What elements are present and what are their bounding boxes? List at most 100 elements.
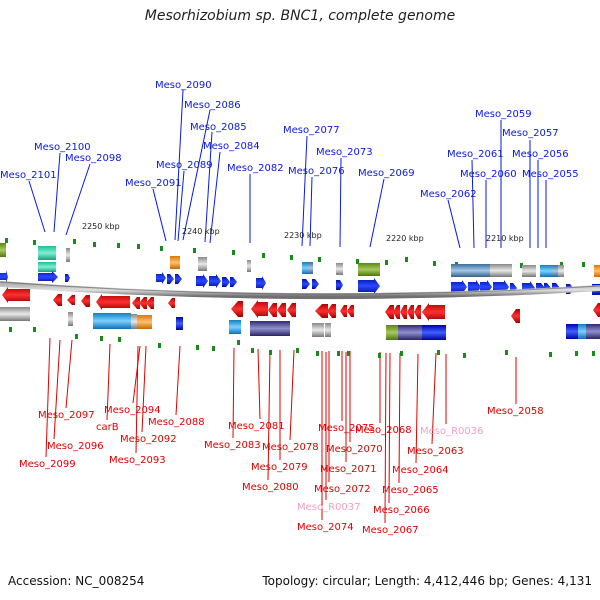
feature-box: [552, 265, 558, 277]
gene-arrow: [146, 297, 154, 309]
gene-arrow: [511, 309, 520, 323]
feature-box: [586, 324, 600, 339]
feature-box: [398, 325, 422, 340]
gene-label: Meso_2099: [19, 459, 76, 470]
leader-line: [289, 349, 295, 441]
gene-label: Meso_2074: [297, 522, 354, 533]
leader-line: [53, 339, 61, 440]
tick-mark: [592, 351, 595, 356]
gene-label: Meso_2097: [38, 410, 95, 421]
feature-box: [0, 307, 30, 321]
feature-box: [386, 325, 398, 340]
gene-label: Meso_2075: [318, 423, 375, 434]
gene-arrow: [67, 295, 75, 305]
tick-mark: [193, 248, 196, 253]
gene-label: Meso_2065: [382, 485, 439, 496]
scale-label: 2210 kbp: [486, 234, 524, 243]
gene-arrow: [231, 301, 243, 317]
feature-box: [38, 262, 56, 272]
feature-box: [451, 264, 469, 277]
gene-arrow: [139, 297, 147, 309]
leader-line: [28, 180, 46, 233]
leader-line: [447, 199, 461, 249]
tick-mark: [137, 244, 140, 249]
leader-line: [267, 349, 271, 481]
leader-line: [204, 131, 213, 243]
leader-line: [132, 345, 141, 404]
gene-label: Meso_2082: [227, 163, 284, 174]
gene-label: Meso_2062: [420, 189, 477, 200]
tick-mark: [9, 327, 12, 332]
tick-mark: [463, 353, 466, 358]
gene-arrow: [593, 303, 600, 317]
diagram-title: Mesorhizobium sp. BNC1, complete genome: [144, 8, 456, 24]
upper-feature-boxes: [0, 243, 600, 277]
feature-box: [558, 265, 564, 277]
tick-mark: [405, 257, 408, 262]
tick-mark: [575, 351, 578, 356]
tick-mark: [212, 346, 215, 351]
leader-line: [471, 159, 475, 249]
gene-arrow: [168, 298, 175, 308]
tick-mark: [262, 253, 265, 258]
gene-arrow: [340, 305, 347, 317]
leader-line: [209, 151, 221, 244]
gene-arrow: [209, 274, 221, 288]
gene-label: Meso_2079: [251, 462, 308, 473]
gene-label: Meso_2088: [148, 417, 205, 428]
tick-mark: [196, 345, 199, 350]
gene-label: Meso_2061: [447, 149, 504, 160]
gene-label: Meso_2083: [204, 440, 261, 451]
leader-line: [301, 135, 308, 247]
gene-label: Meso_2070: [326, 444, 383, 455]
leader-line: [106, 343, 111, 421]
feature-box: [250, 321, 290, 336]
gene-arrow: [414, 305, 421, 319]
gene-arrow: [96, 294, 130, 310]
gene-arrow: [132, 297, 140, 309]
tick-mark: [549, 352, 552, 357]
feature-box: [66, 248, 70, 262]
tick-mark: [33, 327, 36, 332]
leader-line: [175, 345, 181, 416]
feature-box: [468, 264, 490, 277]
gene-label: carB: [96, 422, 119, 433]
gene-arrow: [222, 277, 230, 287]
gene-label: Meso_2058: [487, 406, 544, 417]
gene-label: Meso_2085: [190, 122, 247, 133]
feature-box: [302, 262, 308, 274]
gene-label: Meso_R0036: [420, 426, 484, 437]
gene-label: Meso_2069: [358, 168, 415, 179]
feature-box: [176, 317, 183, 330]
feature-box: [137, 315, 145, 329]
tick-mark: [378, 353, 381, 358]
tick-mark: [5, 238, 8, 243]
gene-label: Meso_2078: [262, 442, 319, 453]
leader-line: [257, 348, 261, 420]
leader-line: [135, 345, 139, 454]
tick-mark: [560, 262, 563, 267]
tick-mark: [269, 350, 272, 355]
feature-box: [578, 324, 586, 339]
tick-mark: [433, 261, 436, 266]
leader-line: [152, 188, 167, 242]
gene-label: Meso_2076: [288, 166, 345, 177]
gene-arrow: [167, 274, 174, 284]
gene-arrow: [277, 303, 286, 317]
tick-mark: [505, 350, 508, 355]
feature-box: [93, 313, 131, 329]
tick-mark: [160, 246, 163, 251]
top-leader-lines: [28, 89, 547, 249]
tick-mark: [100, 336, 103, 341]
tick-mark: [232, 250, 235, 255]
gene-label: Meso_2055: [522, 169, 579, 180]
feature-box: [68, 312, 73, 326]
leader-line: [182, 109, 211, 241]
gene-label: Meso_2057: [502, 128, 559, 139]
feature-box: [540, 265, 552, 277]
feature-box: [490, 264, 512, 277]
tick-mark: [118, 337, 121, 342]
forward-genes: [0, 270, 600, 295]
gene-label: Meso_2081: [228, 421, 285, 432]
